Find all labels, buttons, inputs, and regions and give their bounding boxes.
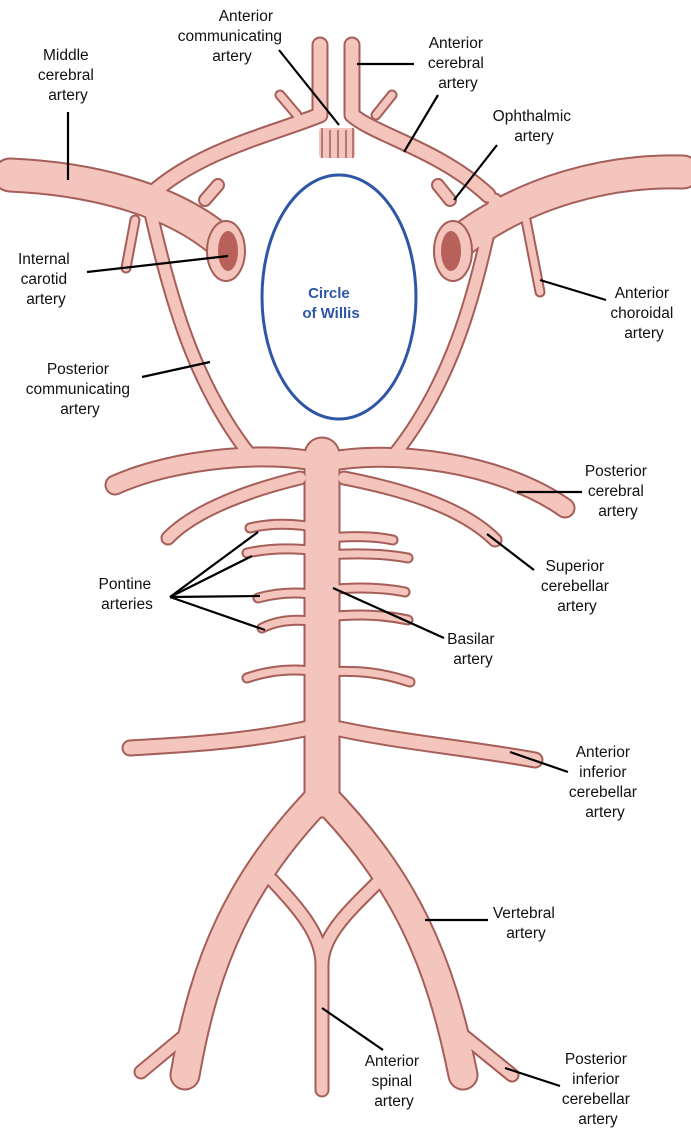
label-internal-carotid-artery: Internal carotid artery <box>18 251 74 308</box>
label-anterior-inferior-cerebellar-artery: Anterior inferior cerebellar artery <box>569 744 641 821</box>
label-anterior-communicating-artery: Anterior communicating artery <box>178 8 287 65</box>
label-pontine-arteries: Pontine arteries <box>99 576 156 613</box>
label-anterior-spinal-artery: Anterior spinal artery <box>365 1053 424 1110</box>
label-posterior-cerebral-artery: Posterior cerebral artery <box>585 463 651 520</box>
leader-superior-cerebellar <box>487 534 534 570</box>
label-basilar-artery: Basilar artery <box>447 631 499 668</box>
leader-anterior-spinal <box>322 1008 383 1050</box>
leader-pontine-1 <box>170 532 258 597</box>
leader-anterior-choroidal <box>540 280 606 300</box>
label-middle-cerebral-artery: Middle cerebral artery <box>38 47 98 104</box>
label-superior-cerebellar-artery: Superior cerebellar artery <box>541 558 613 615</box>
label-posterior-communicating-artery: Posterior communicating artery <box>26 361 135 418</box>
anterior-communicating-vessels <box>319 128 355 158</box>
leader-pontine-2 <box>170 556 252 597</box>
label-posterior-inferior-cerebellar-artery: Posterior inferior cerebellar artery <box>562 1051 634 1128</box>
label-vertebral-artery: Vertebral artery <box>493 905 559 942</box>
label-ophthalmic-artery: Ophthalmic artery <box>493 108 576 145</box>
circle-of-willis-label: Circle of Willis <box>302 285 359 322</box>
label-anterior-cerebral-artery: Anterior cerebral artery <box>428 35 488 92</box>
leader-pontine-4 <box>170 597 265 630</box>
leader-pontine-3 <box>170 596 260 597</box>
left-ica-lumen <box>218 231 238 271</box>
right-ica-lumen <box>441 231 461 271</box>
label-anterior-choroidal-artery: Anterior choroidal artery <box>610 285 677 342</box>
